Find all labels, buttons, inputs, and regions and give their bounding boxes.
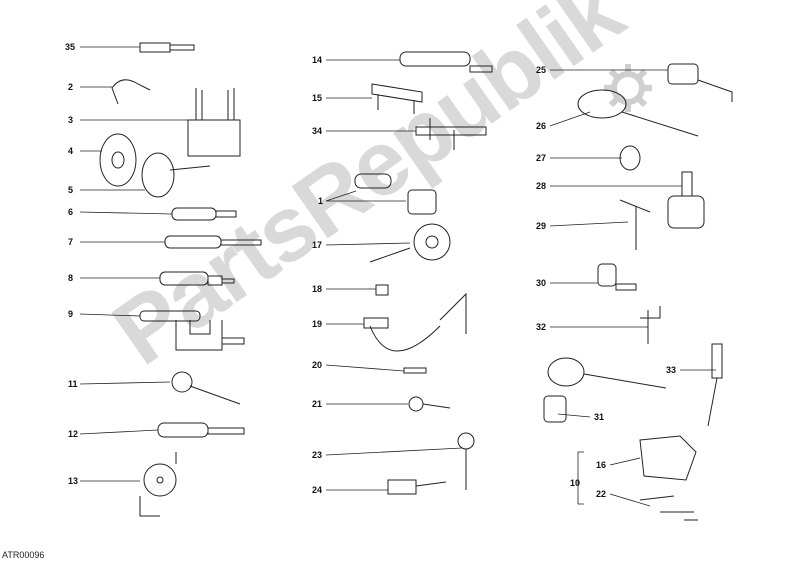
part-label: 9 [68,309,74,319]
tool-19-clamp [363,292,467,352]
part-label: 34 [312,126,323,136]
part-label: 20 [312,360,323,370]
tool-23-gauge [457,432,475,490]
tool-21-key [408,396,451,412]
tool-25-puller [667,63,733,102]
tool-22-pins [639,495,698,521]
part-label: 32 [536,322,547,332]
part-label: 31 [594,412,605,422]
tool-32-bracket [640,306,661,344]
leader-lines-left [79,46,188,482]
tool-29-t [619,199,651,250]
part-label: 25 [536,65,547,75]
tool-3-bracket [187,88,241,157]
tool-17-gear [369,223,451,263]
part-label: 16 [596,460,607,470]
part-label: 17 [312,240,323,250]
part-label: 3 [68,115,74,125]
part-label: 30 [536,278,547,288]
tool-6-shaft [171,207,237,221]
leader-lines-middle [325,59,463,491]
tool-5-dial [141,152,211,198]
tool-1-bearing [354,173,437,215]
part-label: 13 [68,476,79,486]
part-label: 18 [312,284,323,294]
gear-watermark-icon [604,64,652,112]
tool-18-nut [375,284,389,296]
part-label: 22 [596,489,607,499]
part-label: 8 [68,273,74,283]
part-label: 23 [312,450,323,460]
tool-34-t [415,118,487,150]
part-label: 6 [68,207,74,217]
part-label: 29 [536,221,547,231]
tool-4-disc [99,133,137,187]
tool-27-ring [619,145,641,171]
leader-lines-right [549,69,716,507]
tool-14-bar [399,51,493,73]
part-label: 14 [312,55,323,65]
tool-13-gauge [139,452,177,517]
part-label: 19 [312,319,323,329]
tool-9-puller [139,310,245,351]
part-label: 2 [68,82,74,92]
part-label: 10 [570,478,581,488]
tool-8-shaft [159,271,235,286]
part-label: 27 [536,153,547,163]
part-label: 11 [68,379,78,389]
tool-16-housing [639,435,697,481]
part-label: 7 [68,237,74,247]
tool-26-wrench [577,89,699,137]
diagram-code: ATR00096 [2,550,45,560]
tool-20-pin [403,367,427,374]
part-label: 5 [68,185,74,195]
tool-24-tool [387,479,447,495]
tool-35-pin [139,42,195,53]
tool-11-wrench [171,371,241,405]
tool-30-bolt [597,263,637,291]
part-label: 24 [312,485,323,495]
part-label: 33 [666,365,677,375]
tool-12-shaft [157,422,245,438]
part-label: 35 [65,42,76,52]
part-label: 1 [318,196,324,206]
part-label: 28 [536,181,547,191]
part-label: 15 [312,93,323,103]
tool-28-fixture [667,171,705,229]
part-label: 4 [68,146,74,156]
tool-2-hook [111,79,151,105]
tool-33-bar [707,343,723,427]
part-label: 26 [536,121,547,131]
tool-15-plate [371,83,423,114]
part-label: 21 [312,399,323,409]
tool-31-wrench [543,357,667,423]
part-label: 12 [68,429,79,439]
tool-7-shaft [164,235,262,249]
